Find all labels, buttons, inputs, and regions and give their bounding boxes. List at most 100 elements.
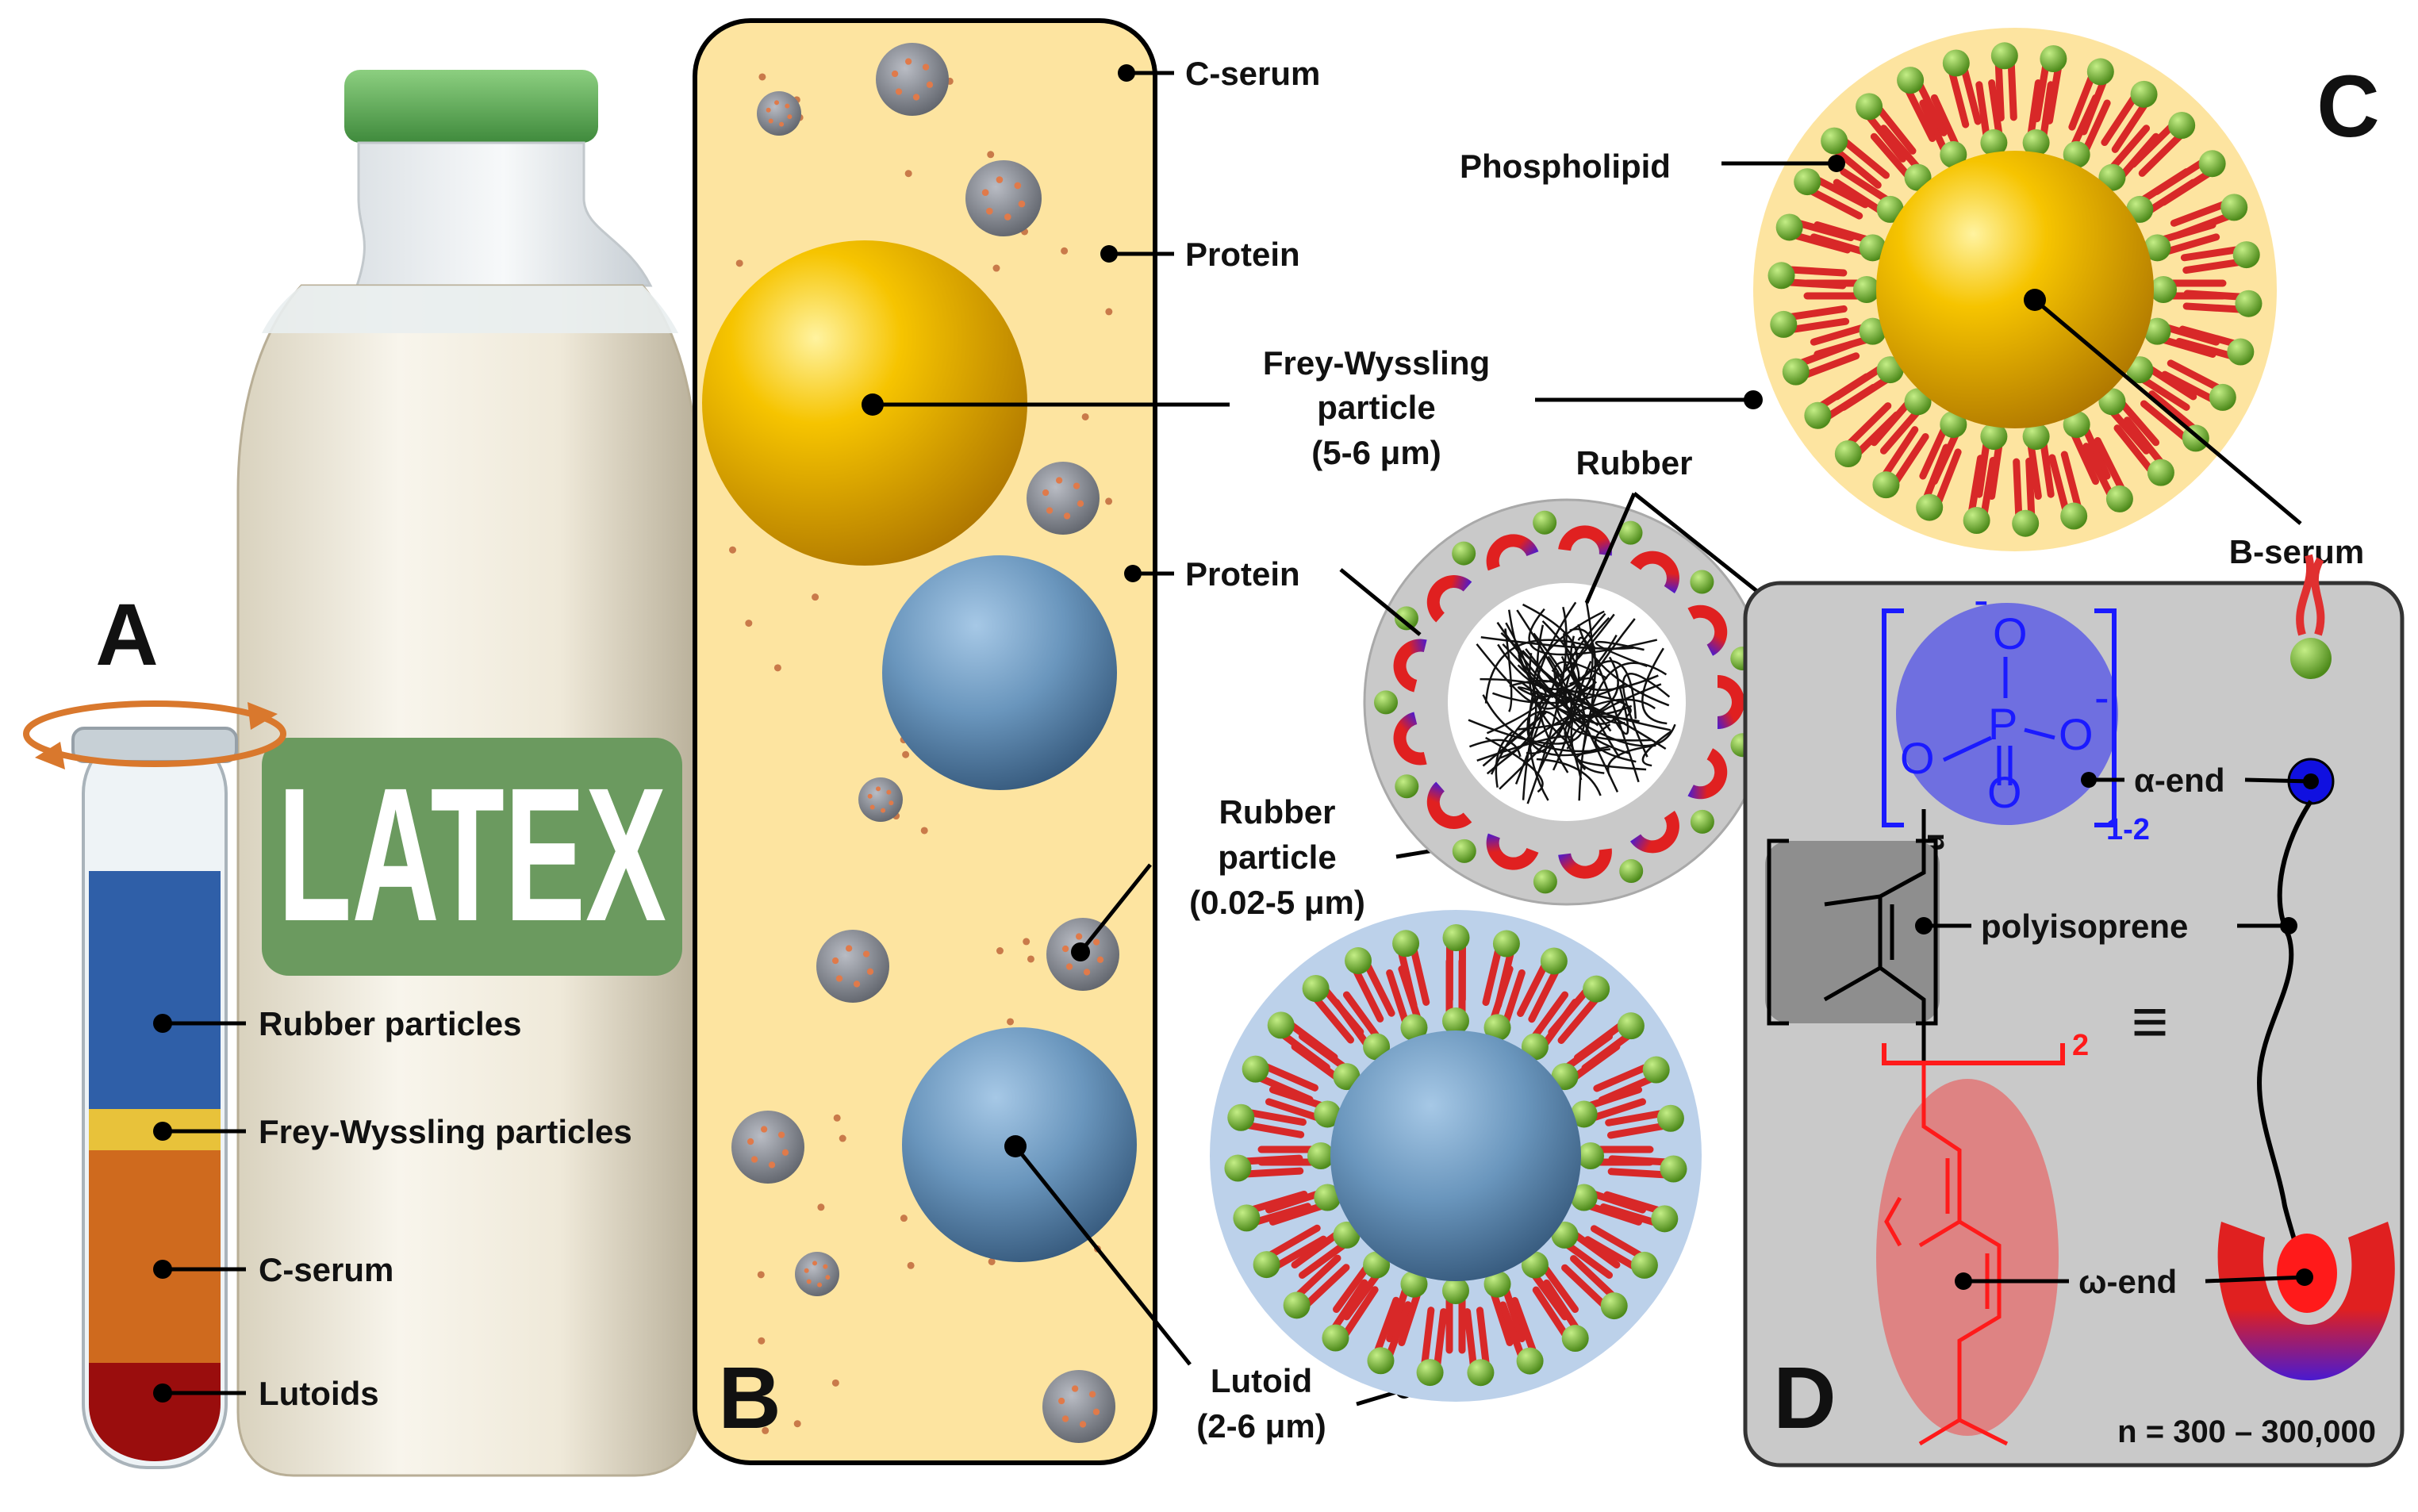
label-lutoid-1: Lutoid xyxy=(1211,1362,1312,1399)
isoprene-unit-highlight xyxy=(1765,841,1940,1023)
frey-phospholipid-head xyxy=(1942,49,1970,77)
frey-phospholipid-head xyxy=(2168,112,2196,140)
rubber-particle-protein xyxy=(750,1156,758,1163)
lutoid-phospholipid-head xyxy=(1551,1221,1579,1249)
rubber-lipid-head xyxy=(1452,839,1476,863)
atom-o-bottom: O xyxy=(1987,767,2022,817)
frey-phospholipid-head xyxy=(1963,507,1990,535)
frey-phospholipid-head xyxy=(1859,234,1886,262)
chain-omega-cup xyxy=(2217,1222,2395,1380)
rubber-particle-protein xyxy=(1042,489,1050,497)
rubber-particle-protein xyxy=(781,1149,789,1156)
protein-dot xyxy=(988,1257,996,1265)
charge-top: - xyxy=(1974,574,1989,624)
rubber-particle-protein xyxy=(886,789,892,795)
dot-cserum xyxy=(1118,64,1135,82)
frey-phospholipid-head xyxy=(2022,423,2050,451)
frey-phospholipid-head xyxy=(1876,356,1904,384)
lutoid-phospholipid-head xyxy=(1630,1251,1658,1279)
rubber-particle-protein xyxy=(777,1131,785,1138)
frey-phospholipid-head xyxy=(2209,383,2236,411)
bracket-left xyxy=(1882,608,1904,827)
leader-alpha-2 xyxy=(2244,777,2312,784)
frey-phospholipid-head xyxy=(2235,290,2263,317)
rubber-particle-protein xyxy=(812,1261,818,1266)
rubber-particle-protein xyxy=(1073,482,1080,489)
rubber-particle-protein xyxy=(866,968,874,975)
polyisoprene-strand xyxy=(1537,620,1580,698)
rubber-particle-protein xyxy=(768,118,773,124)
lutoid-phospholipid-head xyxy=(1233,1204,1261,1232)
frey-phospholipid-head xyxy=(1904,388,1932,416)
rubber-particle-small xyxy=(858,777,903,822)
rubber-lipid-head xyxy=(1452,541,1476,566)
rubber-particle-protein xyxy=(804,1268,809,1273)
polyisoprene-strand xyxy=(1507,609,1633,717)
atom-o-top: O xyxy=(1993,608,2028,658)
lutoid-phospholipid-head xyxy=(1442,1007,1469,1034)
rubber-particle-protein xyxy=(905,58,912,65)
protein-dot xyxy=(987,151,995,159)
lutoid-phospholipid-head xyxy=(1363,1251,1391,1279)
polyisoprene-tangle xyxy=(1468,601,1676,804)
dot-phospholipid xyxy=(1828,155,1845,172)
frey-phospholipid-head xyxy=(2220,194,2248,221)
chain-lipid-head xyxy=(2290,638,2332,679)
rubber-particle-protein xyxy=(981,189,989,197)
lutoid-phospholipid-head xyxy=(1570,1100,1598,1128)
tube-annotations: Rubber particles Frey-Wyssling particles… xyxy=(153,1005,632,1412)
frey-core xyxy=(1876,151,2154,428)
polyisoprene-strand xyxy=(1555,612,1652,742)
polyisoprene-strand xyxy=(1516,656,1619,731)
panel-label-b: B xyxy=(718,1349,781,1447)
rubber-particle-small xyxy=(795,1252,839,1296)
lutoid-phospholipid-head xyxy=(1224,1154,1252,1182)
lutoid-phospholipid-head xyxy=(1333,1221,1361,1249)
label-lutoids: Lutoids xyxy=(259,1375,379,1412)
lutoid-phospholipid-head xyxy=(1561,1325,1589,1353)
lutoid-phospholipid-head xyxy=(1283,1291,1311,1319)
dot-frey-particles xyxy=(153,1122,172,1141)
rubber-lipid-head xyxy=(1394,606,1418,631)
frey-phospholipid-head xyxy=(1980,129,2008,156)
rubber-protein xyxy=(1687,748,1728,800)
atom-o-right: O xyxy=(2059,709,2094,759)
rotation-arrow xyxy=(23,700,286,767)
rubber-particle-small xyxy=(757,91,801,136)
lutoid-phospholipid-head xyxy=(1516,1347,1544,1375)
rubber-particle-small xyxy=(816,930,889,1003)
dot-omega-chain xyxy=(2296,1268,2313,1286)
protein-dot xyxy=(812,593,819,601)
phosphate-bonds xyxy=(1942,657,2055,785)
dot-rubber-particle xyxy=(1071,942,1090,961)
frey-phospholipid-head xyxy=(2130,80,2158,108)
frey-phospholipid-head xyxy=(1834,439,1862,467)
rubber-particle-protein xyxy=(806,1279,812,1284)
leader-bserum xyxy=(2033,298,2302,525)
rubber-particle-small xyxy=(1027,462,1100,535)
rubber-particle-small xyxy=(876,43,949,116)
rotation-arrow-head-right xyxy=(248,702,278,730)
protein-dot xyxy=(1061,247,1069,255)
frey-phospholipid-head xyxy=(2060,502,2088,530)
leader-rubber-particle xyxy=(1079,863,1152,954)
polyisoprene-strand xyxy=(1578,662,1668,801)
lutoid-phospholipid-head xyxy=(1345,947,1372,975)
label-frey-particles: Frey-Wyssling particles xyxy=(259,1113,632,1150)
rubber-particle-protein xyxy=(831,957,839,965)
rubber-lipid-head xyxy=(1618,520,1643,545)
lutoid-phospholipid-head xyxy=(1577,1142,1604,1169)
lutoid-phospholipid-head xyxy=(1314,1100,1341,1128)
panel-label-d: D xyxy=(1773,1349,1836,1447)
frey-phospholipid-head xyxy=(2022,129,2050,156)
frey-phospholipid-head xyxy=(1940,411,1967,439)
frey-phospholipid-head xyxy=(2147,459,2174,486)
rubber-particle-protein xyxy=(1061,945,1069,953)
rubber-protein xyxy=(1486,534,1539,571)
frey-phospholipid-head xyxy=(1804,401,1832,429)
rubber-protein xyxy=(1558,525,1612,556)
panel-b: B xyxy=(693,18,1157,1465)
lutoid-phospholipid-head xyxy=(1483,1270,1511,1298)
protein-dot xyxy=(907,1261,915,1269)
rubber-particle-protein xyxy=(1046,507,1054,514)
